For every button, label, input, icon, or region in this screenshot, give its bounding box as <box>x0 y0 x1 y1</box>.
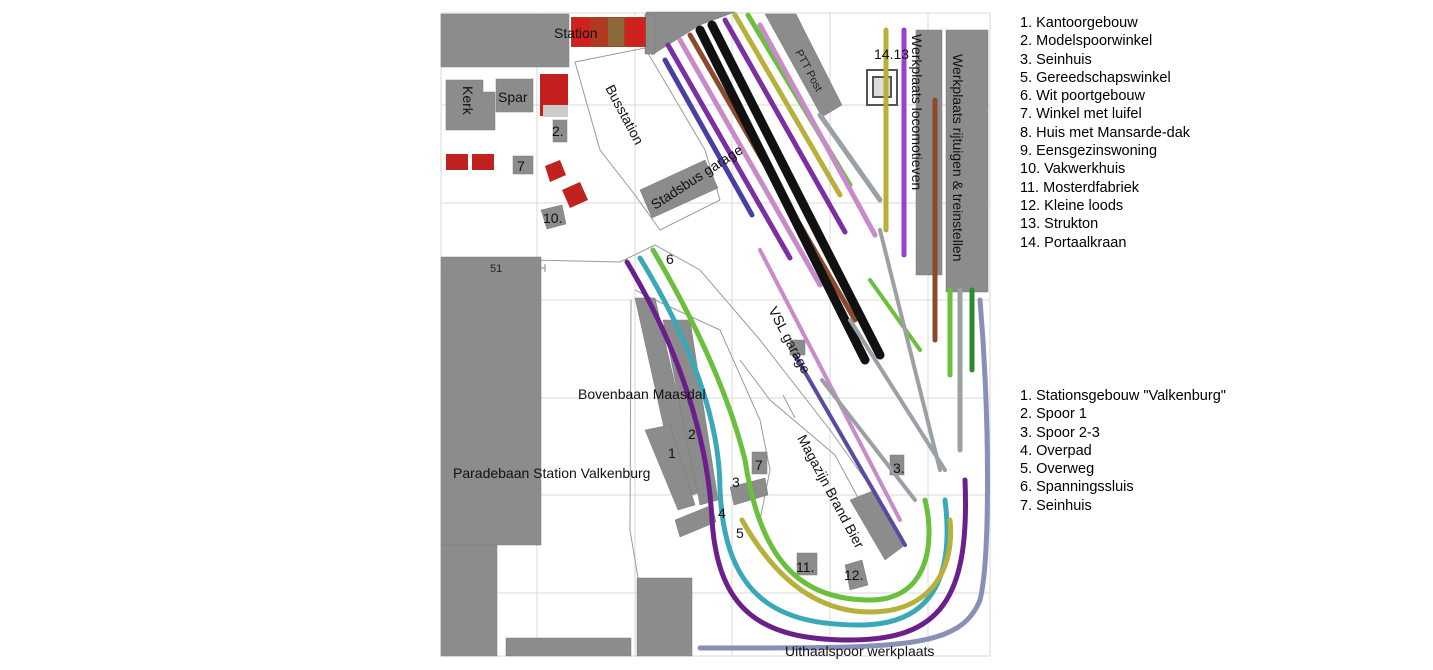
track-number-2: 2 <box>688 426 696 442</box>
label-dimension-51: 51 <box>490 263 502 275</box>
track-bundle-upper <box>662 12 885 365</box>
legend-item: 7. Seinhuis <box>1020 497 1092 514</box>
label-paradebaan: Paradebaan Station Valkenburg <box>453 465 650 481</box>
legend-item: 12. Kleine loods <box>1020 197 1124 214</box>
red-buildings <box>446 17 646 208</box>
shed-tracks <box>883 27 975 453</box>
label-marker-14-13: 14.13 <box>874 46 909 62</box>
building-number-2: 2. <box>552 123 564 139</box>
legend-item: 10. Vakwerkhuis <box>1020 161 1126 178</box>
building-number-12: 12. <box>844 567 863 583</box>
label-bovenbaan: Bovenbaan Maasdal <box>578 386 706 402</box>
legend-item: 1. Kantoorgebouw <box>1020 15 1138 31</box>
legend-track: 1. Stationsgebouw "Valkenburg" 2. Spoor … <box>1020 387 1226 515</box>
label-kerk: Kerk <box>460 86 476 116</box>
legend-item: 3. Seinhuis <box>1020 51 1092 68</box>
legend-item: 2. Spoor 1 <box>1020 406 1087 423</box>
track-number-7: 7 <box>755 457 763 473</box>
label-station: Station <box>554 25 598 41</box>
track-loops <box>624 247 990 651</box>
track-lower-diagonals <box>758 228 947 547</box>
track-number-5: 5 <box>736 525 744 541</box>
legend-item: 9. Eensgezinswoning <box>1020 143 1158 160</box>
building-number-11: 11. <box>796 559 814 575</box>
legend-item: 13. Strukton <box>1020 216 1099 233</box>
area-outlines <box>440 47 881 591</box>
label-werkplaats-rijtuigen: Werkplaats rijtuigen & treinstellen <box>950 54 966 262</box>
legend-item: 6. Wit poortgebouw <box>1020 88 1145 105</box>
building-number-10: 10. <box>543 210 562 226</box>
legend-item: 8. Huis met Mansarde-dak <box>1020 124 1191 141</box>
building-number-3: 3. <box>893 460 905 476</box>
legend-item: 1. Stationsgebouw "Valkenburg" <box>1020 388 1226 404</box>
portaalkraan-icon <box>866 69 898 106</box>
label-uithaalspoor: Uithaalspoor werkplaats <box>785 643 934 659</box>
legend-item: 14. Portaalkraan <box>1020 234 1127 251</box>
legend-item: 4. Overpad <box>1020 442 1092 459</box>
track-number-6: 6 <box>666 251 674 267</box>
legend-item: 6. Spanningssluis <box>1020 479 1134 496</box>
track-number-3: 3 <box>732 474 740 490</box>
legend-item: 3. Spoor 2-3 <box>1020 424 1100 441</box>
label-busstation: Busstation <box>602 82 647 147</box>
legend-item: 7. Winkel met luifel <box>1020 106 1142 123</box>
label-spar: Spar <box>498 89 528 105</box>
legend-item: 11. Mosterdfabriek <box>1020 179 1140 196</box>
legend-item: 5. Overweg <box>1020 461 1095 478</box>
dimension-line <box>446 264 546 272</box>
legend-item: 5. Gereedschapswinkel <box>1020 69 1171 86</box>
track-number-1: 1 <box>668 445 676 461</box>
track-number-4: 4 <box>718 505 726 521</box>
legend-item: 2. Modelspoorwinkel <box>1020 33 1153 50</box>
building-number-7: 7 <box>517 158 525 174</box>
label-werkplaats-loco: Werkplaats locomotieven <box>909 34 925 190</box>
label-magazijn: Magazijn Brand Bier <box>794 432 867 551</box>
legend-buildings: 1. Kantoorgebouw 2. Modelspoorwinkel 3. … <box>1020 14 1190 252</box>
buildings <box>440 11 989 657</box>
